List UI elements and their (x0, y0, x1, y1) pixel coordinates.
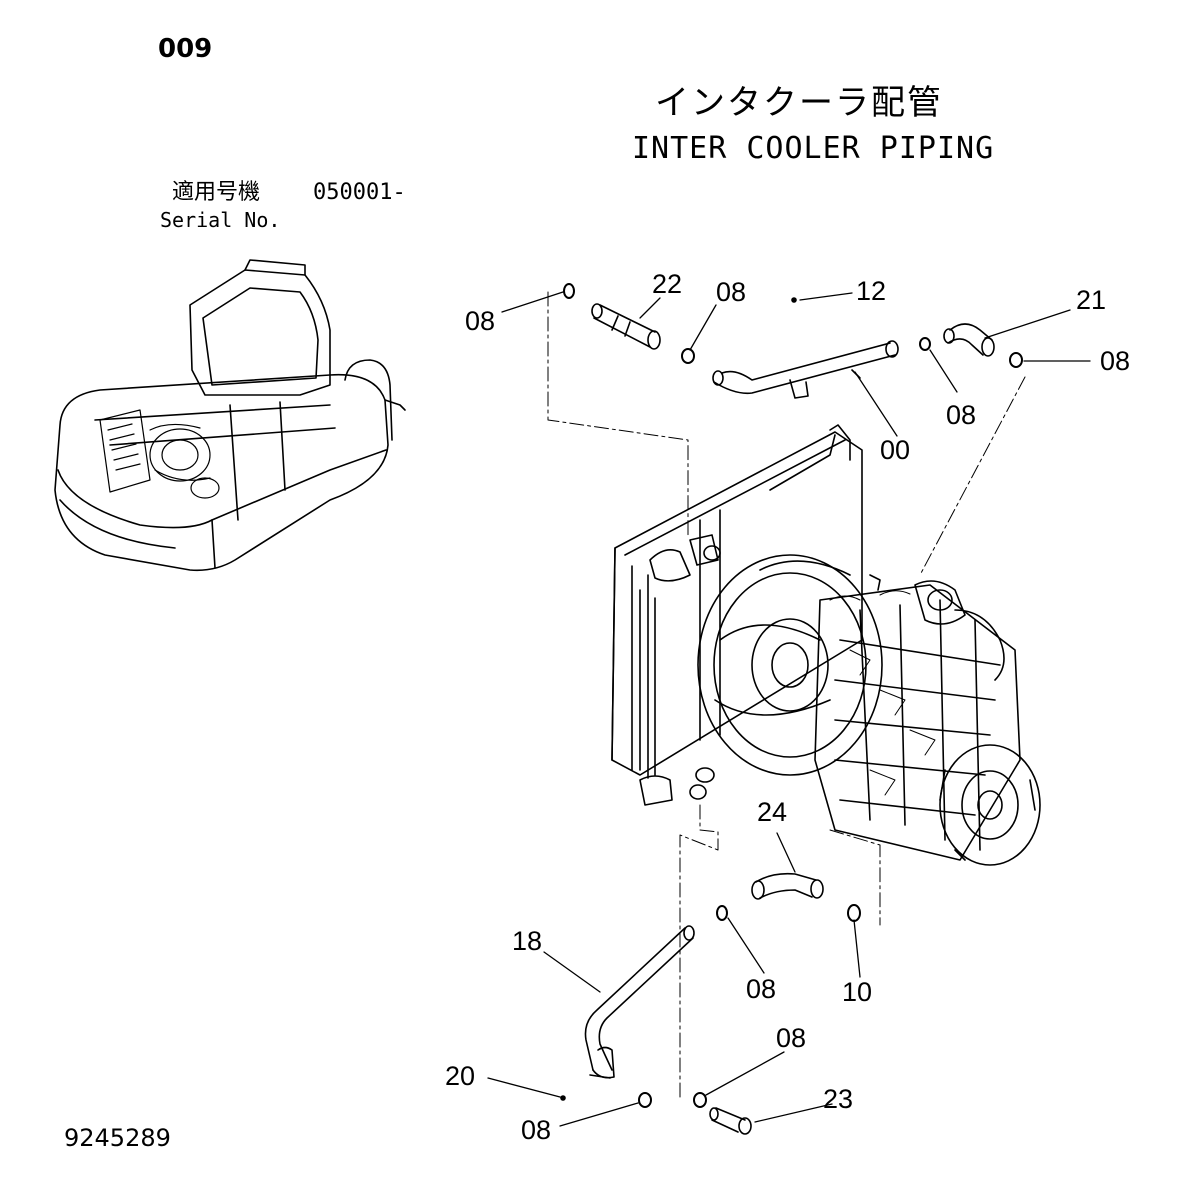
hose-clamp-rings (563, 283, 1023, 1108)
hose-22 (591, 303, 661, 350)
callout-08: 08 (776, 1023, 806, 1053)
engine-and-fan-shroud (697, 554, 1041, 866)
callout-24: 24 (757, 797, 787, 827)
callout-leader-lines (487, 291, 1091, 1127)
title-japanese: インタクーラ配管 (655, 83, 943, 123)
hose-21 (943, 323, 995, 357)
page-number: 009 (158, 34, 213, 64)
callout-23: 23 (823, 1084, 853, 1114)
intercooler-pipe-upper (712, 340, 899, 399)
callout-08: 08 (746, 974, 776, 1004)
callout-18: 18 (512, 926, 542, 956)
callout-22: 22 (652, 269, 682, 299)
bolt-12 (791, 297, 797, 303)
bolt-20 (560, 1095, 566, 1101)
callout-12: 12 (856, 276, 886, 306)
serial-value: 050001- (313, 180, 406, 205)
assembly-guide-lines (547, 291, 1026, 1101)
figure-number: 9245289 (64, 1124, 171, 1152)
callout-10: 10 (842, 977, 872, 1007)
callout-labels: 08 22 08 12 21 08 08 00 24 18 08 10 08 2… (445, 269, 1130, 1145)
callout-08: 08 (1100, 346, 1130, 376)
callout-20: 20 (445, 1061, 475, 1091)
radiator-intercooler-core (611, 424, 863, 806)
serial-label-english: Serial No. (160, 208, 281, 232)
callout-08: 08 (521, 1115, 551, 1145)
callout-00: 00 (880, 435, 910, 465)
callout-08: 08 (465, 306, 495, 336)
callout-08: 08 (716, 277, 746, 307)
callout-21: 21 (1076, 285, 1106, 315)
callout-08: 08 (946, 400, 976, 430)
title-english: INTER COOLER PIPING (632, 131, 995, 166)
excavator-overview-illustration (54, 259, 406, 572)
serial-label-japanese: 適用号機 (172, 180, 261, 205)
hose-23 (709, 1107, 752, 1135)
intercooler-pipe-lower (584, 925, 695, 1079)
hose-24 (751, 872, 824, 900)
